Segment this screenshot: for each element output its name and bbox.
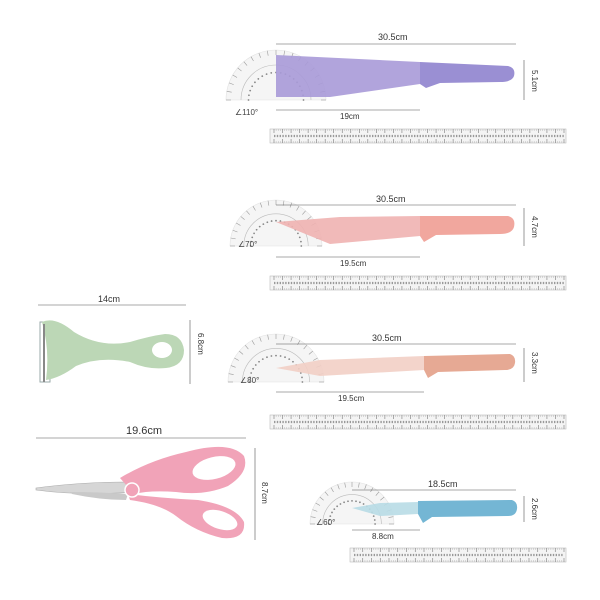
- peeler-width-label: 14cm: [98, 294, 121, 304]
- bread-knife-length-label: 30.5cm: [372, 333, 402, 343]
- scissors-width-label: 19.6cm: [126, 425, 163, 437]
- dimension-lines: [36, 43, 525, 540]
- ruler: [269, 128, 567, 144]
- bread-knife: [276, 354, 516, 378]
- rulers: [269, 128, 567, 563]
- bread-knife-angle-label: ∠80°: [240, 376, 260, 385]
- peeler-height-label: 6.8cm: [196, 333, 205, 355]
- paring-knife-blade: [352, 502, 418, 516]
- paring-knife-handle: [418, 500, 518, 523]
- ruler: [269, 275, 567, 291]
- bread-knife-blade-length-label: 19.5cm: [338, 394, 365, 403]
- chef-knife-blade: [276, 216, 420, 244]
- cleaver-knife: [276, 55, 515, 97]
- scissors: [35, 446, 246, 539]
- cleaver-handle: [420, 62, 515, 88]
- scissors-blade: [35, 481, 137, 494]
- chef-knife-blade-length-label: 19.5cm: [340, 259, 367, 268]
- chef-knife-height-label: 4.7cm: [530, 216, 539, 238]
- scissors-loop-bottom: [202, 509, 238, 531]
- chef-knife-length-label: 30.5cm: [376, 194, 406, 204]
- peeler-body: [42, 320, 184, 380]
- paring-knife-angle-label: ∠60°: [316, 518, 336, 527]
- peeler-hole: [152, 342, 172, 358]
- bread-knife-handle: [424, 354, 516, 378]
- cleaver-angle-label: ∠110°: [235, 108, 259, 117]
- peeler: [39, 320, 184, 383]
- bread-knife-height-label: 3.3cm: [530, 352, 539, 374]
- chef-knife-angle-label: ∠70°: [238, 240, 258, 249]
- chef-knife: [276, 216, 515, 244]
- chef-knife-handle: [420, 216, 515, 242]
- scissors-pivot: [124, 482, 140, 498]
- scissors-loop-top: [192, 456, 236, 480]
- cleaver-blade-length-label: 19cm: [340, 112, 360, 121]
- paring-knife-length-label: 18.5cm: [428, 479, 458, 489]
- bread-knife-blade: [276, 356, 424, 376]
- cleaver-blade: [276, 55, 420, 97]
- cleaver-length-label: 30.5cm: [378, 32, 408, 42]
- scissors-height-label: 8.7cm: [260, 482, 269, 504]
- paring-knife-height-label: 2.6cm: [530, 498, 539, 520]
- ruler: [349, 547, 567, 563]
- cleaver-height-label: 5.1cm: [530, 70, 539, 92]
- scissors-blade-lower: [70, 492, 128, 500]
- ruler: [269, 414, 567, 430]
- paring-knife-blade-length-label: 8.8cm: [372, 532, 394, 541]
- paring-knife: [352, 500, 518, 523]
